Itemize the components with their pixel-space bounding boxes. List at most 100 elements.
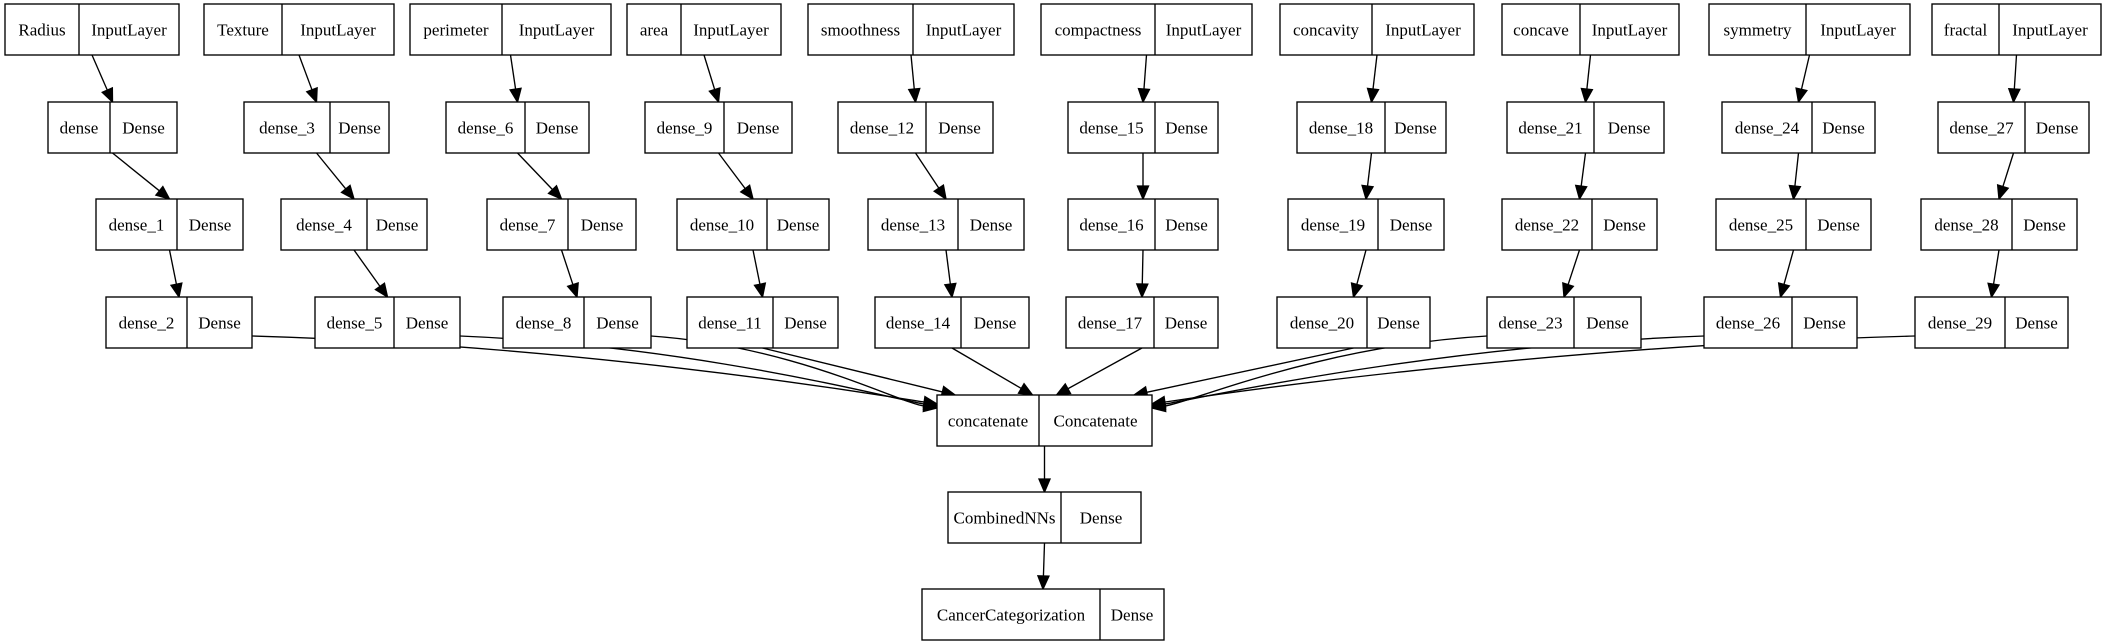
layer-type-label: InputLayer xyxy=(300,21,376,40)
layer-box xyxy=(1040,3,1253,56)
edge-line xyxy=(1141,249,1144,285)
layer-box xyxy=(807,3,1015,56)
layer-type-label: Dense xyxy=(1817,216,1859,235)
layer-box xyxy=(47,101,178,154)
layer-name-label: fractal xyxy=(1944,21,1988,40)
arrowhead-icon xyxy=(922,399,939,413)
edge-compactness-to-dense-15 xyxy=(1137,54,1151,104)
layer-type-label: Dense xyxy=(938,119,980,138)
edge-line xyxy=(910,54,915,90)
layer-box xyxy=(837,101,994,154)
layer-type-label: Dense xyxy=(1803,314,1845,333)
layer-type-label: Dense xyxy=(737,119,779,138)
layer-box xyxy=(644,101,793,154)
layer-type-label: InputLayer xyxy=(91,21,167,40)
edge-dense-10-to-dense-11 xyxy=(752,249,767,299)
edge-dense-24-to-dense-25 xyxy=(1788,152,1802,201)
edge-line xyxy=(717,152,746,190)
layer-box xyxy=(947,491,1142,544)
edge-line xyxy=(2013,54,2018,90)
layer-name-label: dense_18 xyxy=(1309,119,1373,138)
layer-node-dense-25: dense_25 Dense xyxy=(1715,198,1872,251)
layer-type-label: InputLayer xyxy=(1166,21,1242,40)
edge-line xyxy=(1356,249,1367,285)
layer-type-label: InputLayer xyxy=(1592,21,1668,40)
layer-box xyxy=(1276,296,1431,349)
layer-type-label: Dense xyxy=(1822,119,1864,138)
layer-box xyxy=(314,296,461,349)
layer-name-label: area xyxy=(640,21,669,40)
edge-dense-14-to-concatenate xyxy=(951,347,1034,396)
layer-name-label: dense_17 xyxy=(1078,314,1143,333)
edge-line xyxy=(1794,152,1800,187)
layer-name-label: dense_22 xyxy=(1515,216,1579,235)
layer-box xyxy=(243,101,390,154)
edge-dense-15-to-dense-16 xyxy=(1136,153,1150,201)
layer-name-label: dense xyxy=(60,119,99,138)
arrowhead-icon xyxy=(1136,185,1150,201)
layer-name-label: smoothness xyxy=(821,21,900,40)
layer-type-label: Dense xyxy=(1377,314,1419,333)
arrowhead-icon xyxy=(1562,281,1575,299)
edge-line xyxy=(762,347,943,393)
layer-name-label: CancerCategorization xyxy=(937,606,1086,625)
edge-line xyxy=(1567,249,1581,285)
edge-concave-to-dense-21 xyxy=(1580,54,1594,104)
edge-line xyxy=(1067,347,1143,390)
edge-line xyxy=(509,54,517,90)
layer-name-label: dense_19 xyxy=(1301,216,1365,235)
edge-line xyxy=(91,54,108,91)
layer-type-label: Dense xyxy=(1165,216,1207,235)
layer-name-label: dense_21 xyxy=(1518,119,1582,138)
arrowhead-icon xyxy=(1580,87,1594,104)
layer-name-label: concatenate xyxy=(948,412,1028,431)
edge-dense-9-to-dense-10 xyxy=(717,152,755,201)
arrowhead-icon xyxy=(1150,395,1167,409)
layer-type-label: Dense xyxy=(970,216,1012,235)
arrowhead-icon xyxy=(1777,282,1791,299)
edge-dense-16-to-dense-17 xyxy=(1135,249,1149,299)
layer-name-label: dense_25 xyxy=(1729,216,1793,235)
layer-box xyxy=(1914,296,2069,349)
layer-box xyxy=(1920,198,2078,251)
layer-type-label: InputLayer xyxy=(693,21,769,40)
arrowhead-icon xyxy=(708,87,721,104)
arrowhead-icon xyxy=(154,185,171,201)
arrowhead-icon xyxy=(1996,183,2010,201)
arrowhead-icon xyxy=(1036,575,1050,591)
arrowhead-icon xyxy=(374,282,389,299)
layer-box xyxy=(4,3,180,56)
layer-node-area: area InputLayer xyxy=(626,3,782,56)
layer-type-label: InputLayer xyxy=(2012,21,2088,40)
layer-name-label: perimeter xyxy=(423,21,488,40)
layer-box xyxy=(486,198,637,251)
arrowhead-icon xyxy=(1054,382,1072,396)
layer-box xyxy=(936,394,1153,447)
layer-name-label: dense_29 xyxy=(1928,314,1992,333)
layer-name-label: dense_6 xyxy=(458,119,514,138)
edge-dense-21-to-dense-22 xyxy=(1574,152,1588,201)
layer-name-label: dense_8 xyxy=(516,314,572,333)
layer-type-label: Dense xyxy=(1394,119,1436,138)
edge-line xyxy=(1783,249,1795,285)
layer-name-label: dense_28 xyxy=(1934,216,1998,235)
layer-name-label: compactness xyxy=(1055,21,1142,40)
arrowhead-icon xyxy=(1987,282,2001,299)
layer-name-label: dense_2 xyxy=(119,314,175,333)
arrowhead-icon xyxy=(1795,87,1808,104)
edge-dense-27-to-dense-28 xyxy=(1996,152,2015,201)
layer-type-label: Dense xyxy=(376,216,418,235)
